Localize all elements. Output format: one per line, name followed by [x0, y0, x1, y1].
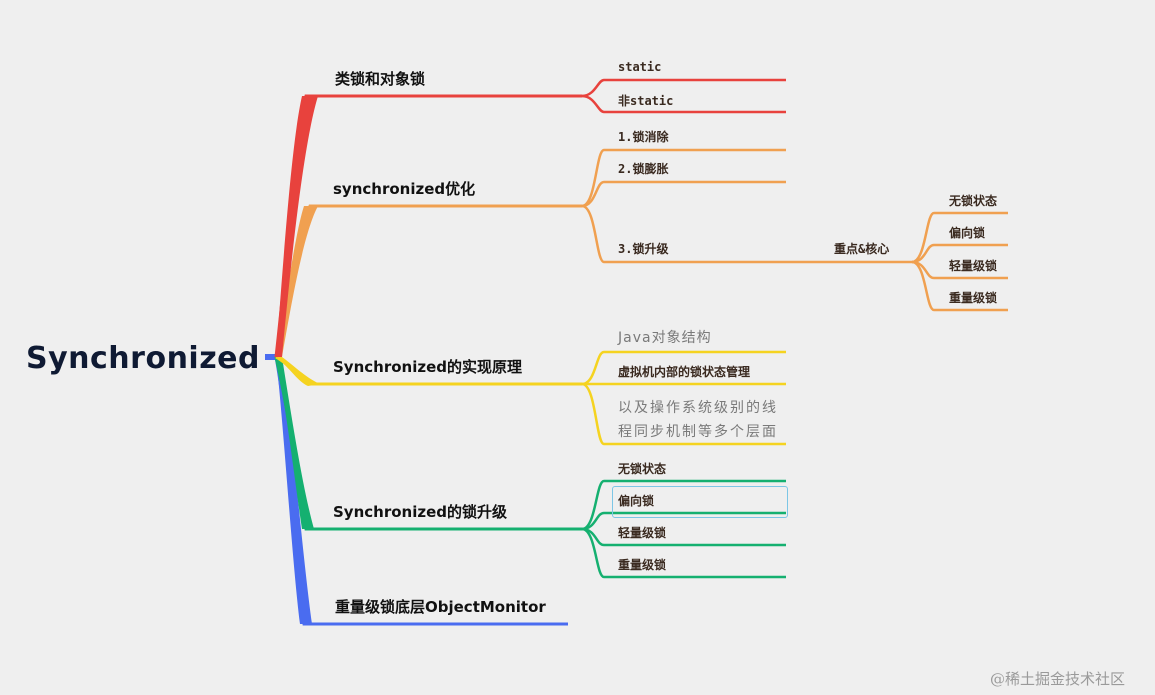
focus-heavyweight-lock[interactable]: 重量级锁 [949, 291, 998, 305]
node-lock-inflation[interactable]: 2.锁膨胀 [618, 162, 669, 176]
selection-highlight [612, 486, 788, 518]
connector-optimization [274, 204, 582, 358]
branch-upgrade[interactable]: Synchronized的锁升级 [333, 503, 507, 521]
node-os-sync[interactable]: 以及操作系统级别的线程同步机制等多个层面 [618, 400, 778, 440]
node-java-object-structure[interactable]: Java对象结构 [618, 330, 712, 346]
node-focus-core[interactable]: 重点&核心 [834, 242, 890, 256]
upgrade-lightweight-lock[interactable]: 轻量级锁 [618, 526, 667, 540]
connector-monitor [274, 356, 568, 626]
upgrade-heavyweight-lock[interactable]: 重量级锁 [618, 558, 667, 572]
focus-biased-lock[interactable]: 偏向锁 [949, 226, 986, 240]
focus-no-lock[interactable]: 无锁状态 [949, 194, 998, 208]
upgrade-biased-lock[interactable]: 偏向锁 [618, 494, 655, 508]
branch-optimization[interactable]: synchronized优化 [333, 180, 476, 198]
focus-lightweight-lock[interactable]: 轻量级锁 [949, 259, 998, 273]
branch-lock-types[interactable]: 类锁和对象锁 [335, 70, 426, 88]
node-vm-lock-state[interactable]: 虚拟机内部的锁状态管理 [618, 365, 751, 379]
upgrade-no-lock[interactable]: 无锁状态 [618, 462, 667, 476]
watermark: @稀土掘金技术社区 [990, 670, 1126, 688]
root-node[interactable]: Synchronized [26, 341, 260, 376]
node-lock-upgrade[interactable]: 3.锁升级 [618, 242, 669, 256]
node-non-static[interactable]: 非static [618, 94, 674, 108]
connector-lock-types [274, 94, 582, 358]
node-lock-elimination[interactable]: 1.锁消除 [618, 130, 669, 144]
branch-implementation[interactable]: Synchronized的实现原理 [333, 358, 522, 376]
node-static[interactable]: static [618, 60, 662, 74]
branch-monitor[interactable]: 重量级锁底层ObjectMonitor [335, 598, 546, 616]
